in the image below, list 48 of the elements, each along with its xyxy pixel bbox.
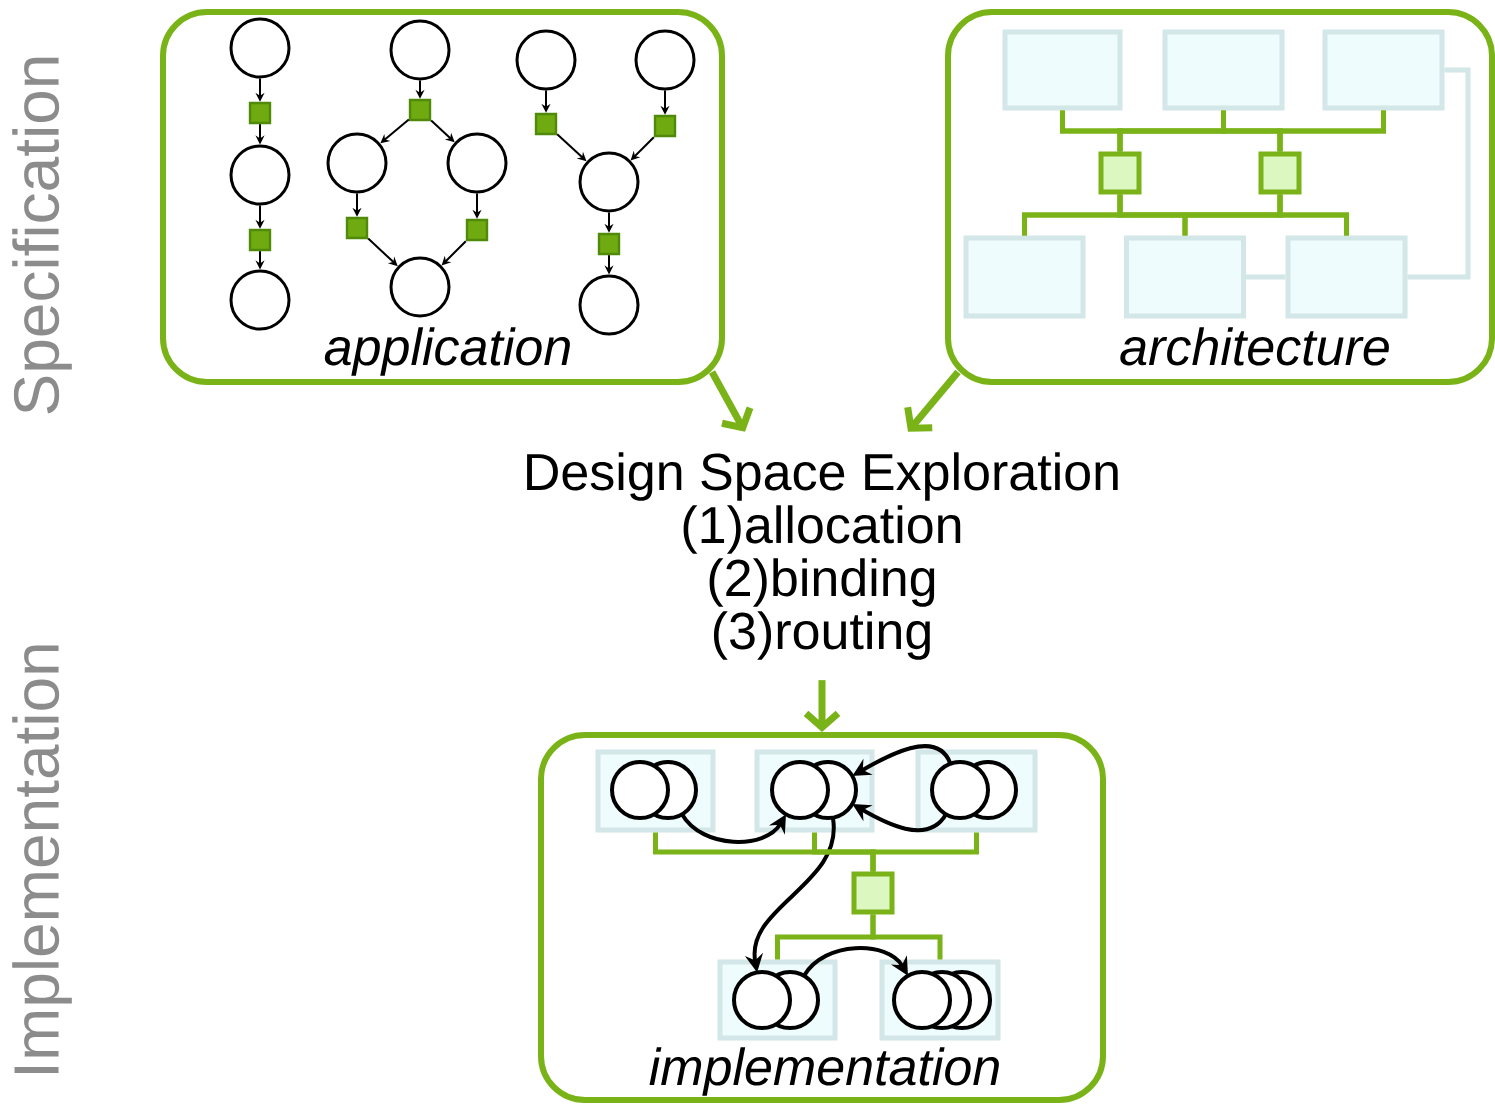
circle-node [446, 132, 508, 194]
circle-stack [732, 970, 820, 1030]
method-text: Design Space Exploration (1)allocation (2)binding (3)routing [527, 452, 1118, 660]
link-line [1407, 67, 1471, 280]
square-node [465, 218, 489, 242]
circle-node [389, 19, 451, 81]
circle-stack [930, 760, 1018, 820]
rounded-panel: architecture [945, 9, 1495, 385]
circle-stack [610, 760, 698, 820]
circle-node [229, 144, 291, 206]
switch-square [1098, 151, 1142, 195]
square-node [653, 114, 677, 138]
bus-line [1277, 194, 1349, 236]
rounded-panel: implementation [538, 732, 1106, 1103]
circle-stack [770, 760, 858, 820]
side-label: Implementation [12, 645, 72, 1073]
square-node [534, 112, 558, 136]
switch-square [851, 871, 895, 915]
bus-line [870, 832, 979, 872]
arrow [904, 369, 961, 432]
square-node [248, 228, 272, 252]
circle-node [326, 132, 388, 194]
arrow [802, 946, 908, 977]
rounded-panel: application [160, 9, 725, 385]
circle-node [515, 29, 577, 91]
arrow [680, 813, 786, 844]
resource-box [1162, 29, 1285, 111]
square-node [408, 98, 432, 122]
square-node [597, 232, 621, 256]
square-node [345, 216, 369, 240]
switch-square [1258, 151, 1302, 195]
circle-node [229, 17, 291, 79]
circle-node [578, 274, 640, 336]
link-line [1246, 274, 1286, 280]
resource-box [1124, 235, 1246, 319]
resource-box [1002, 29, 1123, 111]
circle-node [389, 256, 451, 318]
bus-line [1277, 110, 1386, 152]
side-label: Specification [12, 57, 72, 414]
square-node [248, 101, 272, 125]
circle-stack [892, 970, 992, 1030]
resource-box [963, 235, 1086, 319]
circle-node [578, 151, 640, 213]
resource-box [1322, 29, 1445, 111]
resource-box [1285, 235, 1408, 319]
circle-node [634, 29, 696, 91]
circle-node [229, 269, 291, 331]
bus-line [870, 914, 943, 960]
